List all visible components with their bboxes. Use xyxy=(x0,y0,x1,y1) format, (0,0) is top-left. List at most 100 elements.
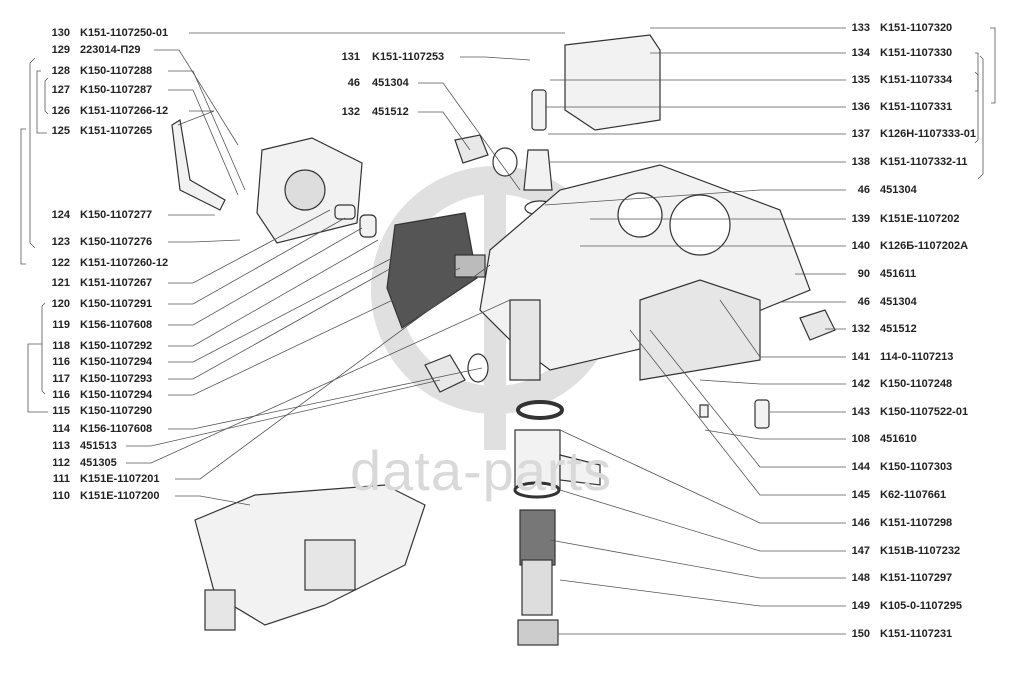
left-label-number: 122 xyxy=(51,257,70,269)
left-label-part-code: K150-1107291 xyxy=(80,298,153,310)
right-label-part-code: 451304 xyxy=(880,296,917,308)
leader-line xyxy=(168,367,483,430)
middle-label-number: 131 xyxy=(341,51,360,63)
leader-line xyxy=(168,70,246,191)
right-label-part-code: 451610 xyxy=(880,433,917,445)
middle-label-number: 46 xyxy=(347,77,360,89)
leader-line xyxy=(168,89,239,196)
right-label-number: 143 xyxy=(851,406,870,418)
leader-line xyxy=(559,579,846,607)
leader-line xyxy=(126,299,511,464)
leader-line xyxy=(549,539,846,579)
left-label-number: 123 xyxy=(51,236,70,248)
left-label-part-code: K150-1107287 xyxy=(80,84,153,96)
left-label-number: 113 xyxy=(52,440,70,452)
left-label-part-code: K150-1107290 xyxy=(80,405,153,417)
left-label-number: 129 xyxy=(51,44,70,56)
left-label-part-code: 451513 xyxy=(80,440,117,452)
float-chamber-cover-part xyxy=(564,34,661,131)
leader-line xyxy=(154,49,239,146)
left-label-part-code: K151E-1107200 xyxy=(80,490,160,502)
right-label-part-code: K105-0-1107295 xyxy=(880,600,962,612)
right-label-part-code: K150-1107522-01 xyxy=(880,406,969,418)
middle-label-part-code: K151-1107253 xyxy=(372,51,445,63)
right-label-number: 147 xyxy=(851,545,870,557)
leader-line xyxy=(168,251,421,380)
group-bracket xyxy=(974,71,979,144)
right-label-part-code: K126Б-1107202A xyxy=(880,240,969,252)
group-bracket xyxy=(27,343,48,413)
left-label-number: 121 xyxy=(51,277,70,289)
right-label-part-code: 451304 xyxy=(880,184,917,196)
right-label-part-code: K151-1107332-11 xyxy=(880,156,968,168)
right-label-part-code: 451512 xyxy=(880,323,917,335)
group-bracket xyxy=(20,128,26,265)
left-label-part-code: K151E-1107201 xyxy=(80,473,160,485)
leader-line xyxy=(418,82,521,191)
left-label-part-code: K151-1107266-12 xyxy=(80,105,169,117)
right-label-number: 132 xyxy=(851,323,870,335)
right-label-number: 142 xyxy=(851,378,870,390)
left-label-part-code: K150-1107276 xyxy=(80,236,153,248)
right-label-number: 148 xyxy=(851,572,870,584)
left-label-part-code: K150-1107294 xyxy=(80,356,153,368)
right-label-number: 141 xyxy=(851,351,870,363)
right-label-part-code: K151E-1107202 xyxy=(880,213,960,225)
right-label-number: 137 xyxy=(851,128,870,140)
group-bracket xyxy=(41,302,46,395)
right-label-part-code: K151-1107334 xyxy=(880,74,953,86)
leader-line xyxy=(704,429,846,440)
group-bracket xyxy=(977,55,984,180)
leader-line xyxy=(168,239,379,347)
right-label-number: 146 xyxy=(851,517,870,529)
leader-line xyxy=(168,209,331,284)
left-label-number: 116 xyxy=(52,356,70,368)
leader-line xyxy=(177,110,215,126)
left-label-part-code: K151-1107250-01 xyxy=(80,27,169,39)
group-bracket xyxy=(44,77,49,115)
leader-line xyxy=(544,189,846,206)
spring-part xyxy=(334,204,356,220)
right-label-number: 138 xyxy=(851,156,870,168)
right-label-number: 136 xyxy=(851,101,870,113)
left-label-part-code: K156-1107608 xyxy=(80,319,153,331)
leader-line xyxy=(460,56,531,61)
left-label-part-code: K150-1107294 xyxy=(80,389,153,401)
left-label-number: 115 xyxy=(52,405,70,417)
middle-label-part-code: 451512 xyxy=(372,106,409,118)
left-label-number: 111 xyxy=(52,473,70,485)
left-label-number: 112 xyxy=(52,457,70,469)
leader-line xyxy=(559,489,846,552)
left-label-number: 114 xyxy=(52,423,70,435)
right-label-number: 140 xyxy=(851,240,870,252)
fuel-filter-part xyxy=(519,509,556,566)
left-label-part-code: K151-1107265 xyxy=(80,125,153,137)
left-label-part-code: K150-1107292 xyxy=(80,340,153,352)
right-label-part-code: K151-1107298 xyxy=(880,517,953,529)
left-label-number: 118 xyxy=(52,340,70,352)
left-label-number: 130 xyxy=(51,27,70,39)
group-bracket xyxy=(990,27,996,104)
leader-line xyxy=(175,264,491,480)
left-label-number: 120 xyxy=(51,298,70,310)
leader-line xyxy=(649,329,846,468)
group-bracket xyxy=(29,57,36,249)
middle-label-number: 132 xyxy=(341,106,360,118)
leader-line xyxy=(168,227,363,326)
left-label-number: 126 xyxy=(51,105,70,117)
right-label-part-code: K151-1107330 xyxy=(880,47,953,59)
right-label-part-code: K151-1107320 xyxy=(880,22,953,34)
leader-line xyxy=(418,111,471,151)
right-label-part-code: K62-1107661 xyxy=(880,489,947,501)
left-label-part-code: K156-1107608 xyxy=(80,423,153,435)
right-label-number: 133 xyxy=(851,22,870,34)
leader-line xyxy=(168,217,346,305)
right-label-number: 145 xyxy=(851,489,870,501)
right-label-number: 150 xyxy=(851,628,870,640)
throttle-lever-part xyxy=(171,119,226,211)
group-bracket xyxy=(36,70,47,134)
left-label-number: 110 xyxy=(52,490,70,502)
right-label-number: 144 xyxy=(851,461,870,473)
leader-line xyxy=(126,379,441,447)
group-bracket xyxy=(975,52,979,92)
